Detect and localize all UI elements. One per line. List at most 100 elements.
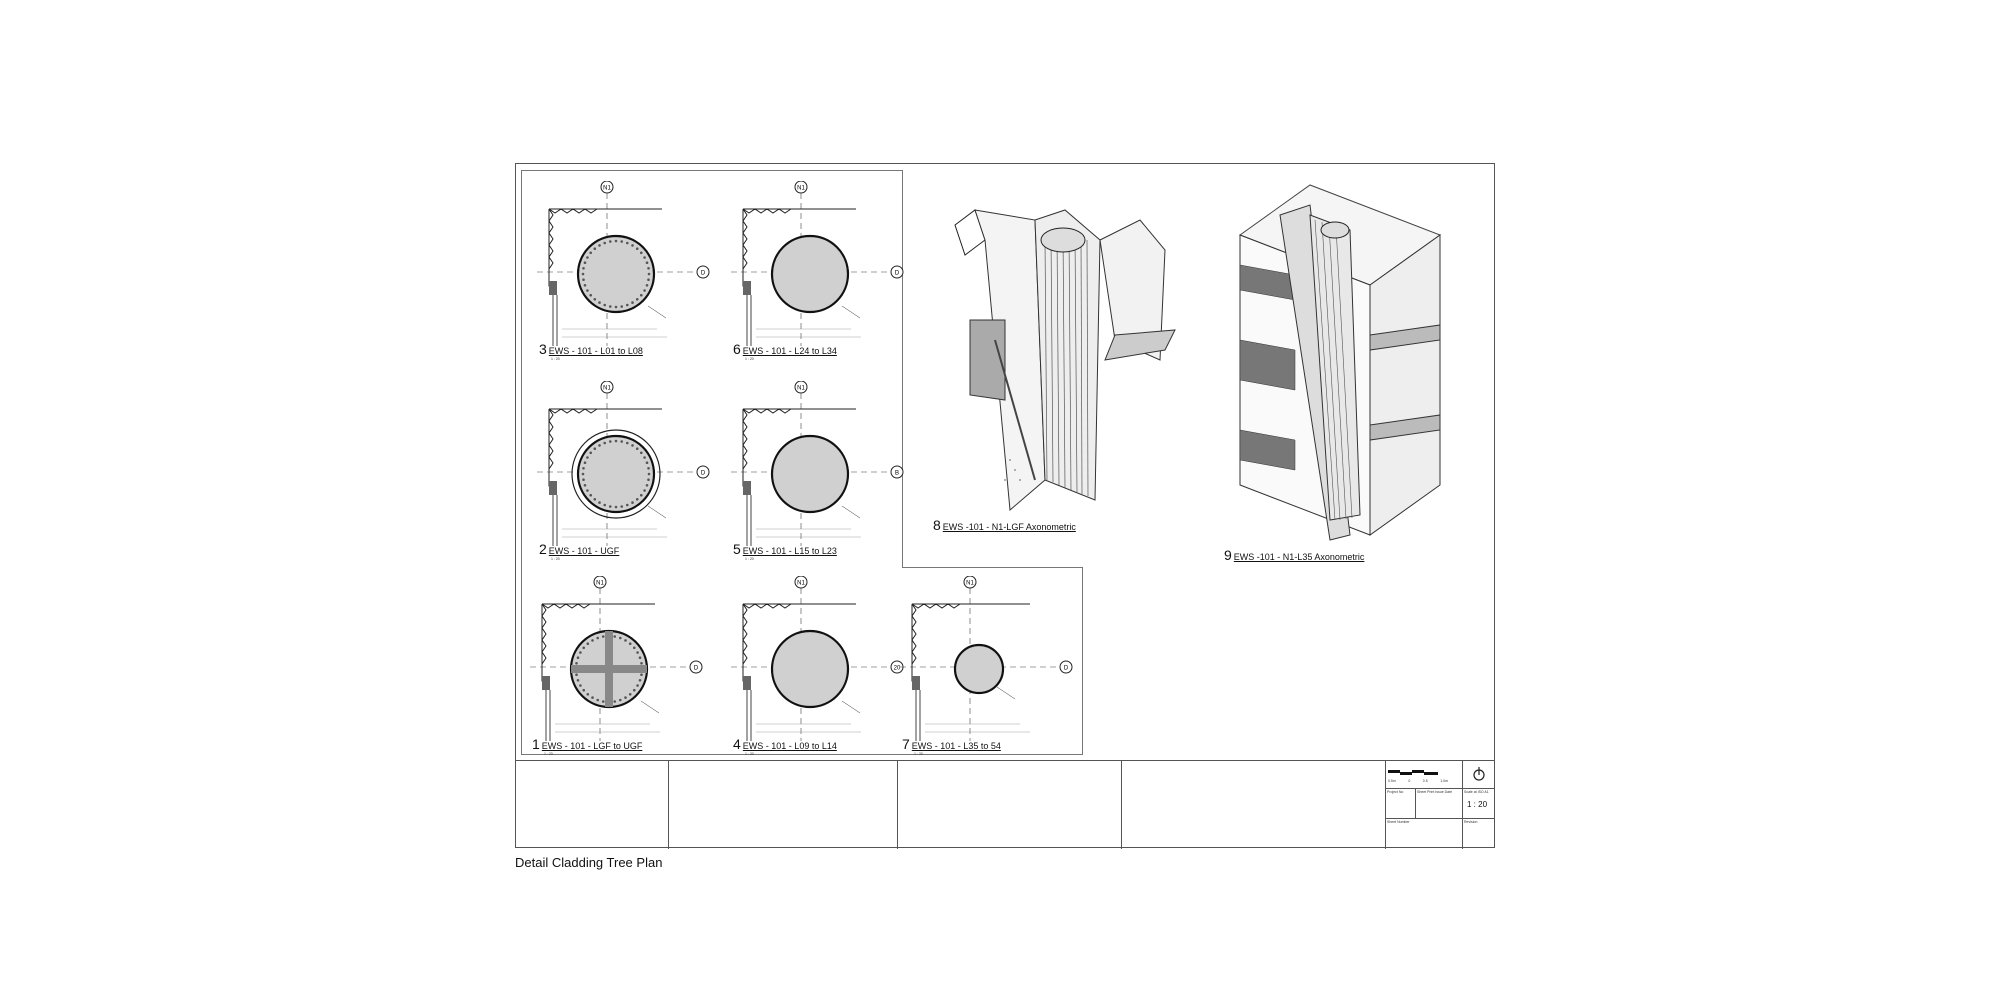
column-section — [953, 643, 1005, 695]
detail-title: EWS -101 - N1-L35 Axonometric — [1233, 552, 1365, 562]
grid-label-top: N1 — [603, 386, 611, 392]
grid-label-top: N1 — [596, 581, 604, 587]
detail-number: 3 — [539, 341, 547, 357]
detail-title: EWS - 101 - L09 to L14 — [742, 741, 837, 751]
drawing-sheet-frame — [515, 163, 1495, 848]
detail-title: EWS - 101 - L01 to L08 — [548, 346, 643, 356]
column-section — [576, 434, 656, 514]
detail-scale: 1 : 20 — [745, 357, 754, 361]
plan-detail-drawing: N1 20 — [731, 575, 904, 741]
plan-detail-drawing: N1D — [537, 380, 710, 546]
grid-label-top: N1 — [603, 186, 611, 192]
detail-scale: 1 : 20 — [544, 752, 553, 756]
detail-number: 6 — [733, 341, 741, 357]
plan-detail-drawing: N1D — [530, 575, 703, 741]
title-block-divider — [1415, 788, 1416, 818]
grid-label-top: N1 — [966, 581, 974, 587]
scale-label: Scale at ISO A1 — [1464, 790, 1489, 794]
title-block-divider — [1462, 760, 1463, 849]
scale-bar-label: 1.0m — [1440, 779, 1448, 783]
plan-detail-drawing: N1D — [900, 575, 1073, 741]
scale-bar-labels: 0.5m 0 0.5 1.0m — [1388, 779, 1448, 783]
detail-number: 8 — [933, 517, 941, 533]
detail-title: EWS - 101 - UGF — [548, 546, 620, 556]
detail-number: 7 — [902, 736, 910, 752]
axonometric-9-drawing — [1238, 184, 1442, 541]
grid-label-side: D — [701, 471, 706, 477]
grid-label-side: D — [701, 271, 706, 277]
title-block-divider — [897, 760, 898, 849]
sheet-title: Detail Cladding Tree Plan — [515, 855, 663, 870]
detail-scale: 1 : 20 — [914, 752, 923, 756]
plan-detail-drawing: N1D — [731, 180, 904, 346]
axonometric-8-drawing — [954, 209, 1176, 512]
detail-scale: 1 : 20 — [745, 752, 754, 756]
column-section — [576, 234, 656, 314]
title-block-divider — [1385, 760, 1386, 849]
detail-title: EWS - 101 - L35 to 54 — [911, 741, 1001, 751]
scale-bar-label: 0 — [1408, 779, 1411, 783]
grid-label-side: 20 — [894, 666, 901, 672]
detail-number: 1 — [532, 736, 540, 752]
grid-label-side: D — [895, 271, 900, 277]
grid-label-side: B — [895, 471, 899, 477]
title-block-divider — [1385, 818, 1495, 819]
grid-label-top: N1 — [797, 386, 805, 392]
detail-number: 9 — [1224, 547, 1232, 563]
plan-details-panel-lower — [521, 567, 1083, 755]
detail-title: EWS - 101 - L24 to L34 — [742, 346, 837, 356]
grid-label-top: N1 — [797, 186, 805, 192]
grid-bubble-side — [890, 265, 904, 279]
title-block — [515, 760, 1495, 850]
grid-bubble-side — [696, 265, 710, 279]
sheet-number-label: Sheet Number — [1387, 820, 1410, 824]
scale-bar-label: 0.5m — [1388, 779, 1396, 783]
panel-divider — [902, 567, 1083, 568]
column-section — [770, 234, 850, 314]
detail-title: EWS - 101 - L15 to L23 — [742, 546, 837, 556]
detail-number: 2 — [539, 541, 547, 557]
column-section — [770, 434, 850, 514]
grid-bubble-side — [689, 660, 703, 674]
grid-bubble-side — [1059, 660, 1073, 674]
grid-label-side: D — [1064, 666, 1069, 672]
scale-bar-label: 0.5 — [1422, 779, 1428, 783]
detail-title: EWS - 101 - LGF to UGF — [541, 741, 643, 751]
grid-label-top: N1 — [797, 581, 805, 587]
issue-date-label: Sheet Print Issue Date — [1417, 790, 1453, 794]
grid-bubble-side — [696, 465, 710, 479]
detail-title: EWS -101 - N1-LGF Axonometric — [942, 522, 1076, 532]
detail-scale: 1 : 20 — [551, 357, 560, 361]
title-block-divider — [1385, 788, 1495, 789]
north-arrow-icon — [1473, 767, 1485, 781]
plan-detail-drawing: N1B — [731, 380, 904, 546]
project-no-label: Project No — [1387, 790, 1404, 794]
column-section — [770, 629, 850, 709]
detail-number: 4 — [733, 736, 741, 752]
plan-detail-drawing: N1D — [537, 180, 710, 346]
grid-bubble-side — [890, 465, 904, 479]
detail-number: 5 — [733, 541, 741, 557]
plan-details-panel — [521, 170, 903, 568]
scale-bar — [1388, 770, 1438, 775]
detail-scale: 1 : 20 — [551, 557, 560, 561]
scale-value: 1 : 20 — [1467, 800, 1488, 809]
detail-scale: 1 : 20 — [745, 557, 754, 561]
revision-label: Revision — [1464, 820, 1478, 824]
title-block-divider — [1121, 760, 1122, 849]
